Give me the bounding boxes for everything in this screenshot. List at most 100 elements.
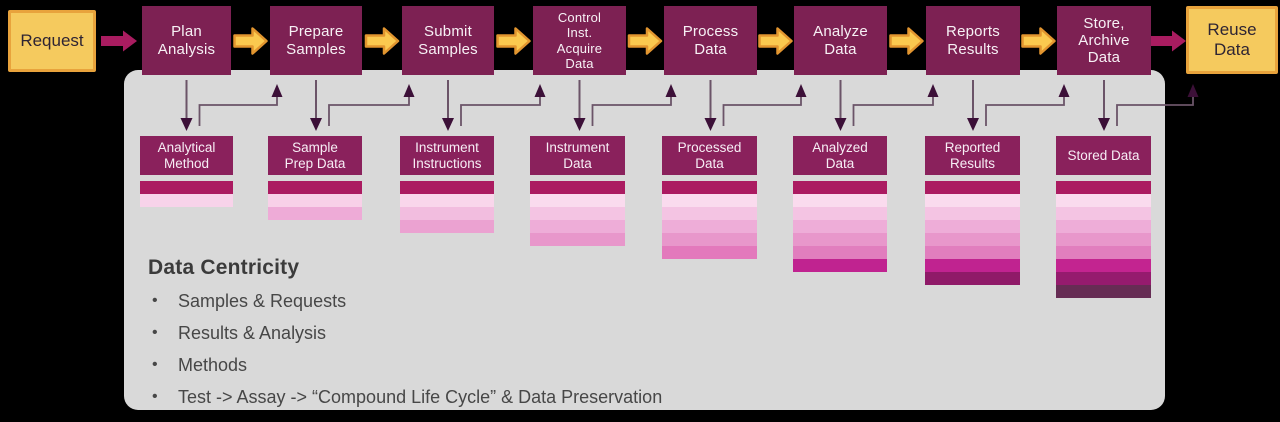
reuse-arrow-icon	[1150, 30, 1186, 52]
process-step-5: Process Data	[664, 6, 757, 75]
data-store-4: Instrument Data	[530, 136, 625, 175]
data-stack-4-bar-1	[530, 181, 625, 194]
data-stack-5-bar-2	[662, 194, 757, 207]
data-stack-8-bar-8	[1056, 272, 1151, 285]
data-stack-2-bar-1	[268, 181, 362, 194]
data-stack-6-bar-5	[793, 233, 887, 246]
reuse-data-box-label: Reuse Data	[1207, 19, 1257, 59]
process-step-7-label: Reports Results	[946, 23, 1000, 58]
data-store-5-label: Processed Data	[677, 140, 742, 171]
bullet-icon: •	[152, 324, 158, 341]
data-stack-1-bar-1	[140, 181, 233, 194]
data-stack-1-bar-2	[140, 194, 233, 207]
notes-item-4: • Test -> Assay -> “Compound Life Cycle” …	[148, 384, 662, 416]
data-store-2-label: Sample Prep Data	[284, 140, 346, 171]
data-stack-6-bar-2	[793, 194, 887, 207]
notes-list: •Samples & Requests•Results & Analysis•M…	[148, 288, 662, 416]
data-stack-2-bar-3	[268, 207, 362, 220]
flow-arrow-icon	[233, 27, 268, 55]
data-store-1: Analytical Method	[140, 136, 233, 175]
data-stack-6-bar-4	[793, 220, 887, 233]
data-store-6-label: Analyzed Data	[812, 140, 868, 171]
data-store-8-label: Stored Data	[1067, 147, 1140, 163]
data-stack-5-bar-3	[662, 207, 757, 220]
data-store-3-label: Instrument Instructions	[412, 140, 482, 171]
request-box: Request	[8, 10, 96, 72]
data-stack-3-bar-3	[400, 207, 494, 220]
process-step-4: Control Inst. Acquire Data	[533, 6, 626, 75]
process-step-6: Analyze Data	[794, 6, 887, 75]
process-step-1: Plan Analysis	[142, 6, 231, 75]
request-box-label: Request	[20, 30, 84, 50]
data-stack-8-bar-5	[1056, 233, 1151, 246]
data-stack-4-bar-4	[530, 220, 625, 233]
notes-item-text: Results & Analysis	[178, 323, 327, 343]
notes-item-1: •Samples & Requests	[148, 288, 662, 320]
data-store-5: Processed Data	[662, 136, 757, 175]
flow-arrow-icon	[1021, 27, 1056, 55]
data-stack-8-bar-3	[1056, 207, 1151, 220]
data-stack-4-bar-5	[530, 233, 625, 246]
reuse-data-box: Reuse Data	[1186, 6, 1278, 74]
data-stack-4-bar-2	[530, 194, 625, 207]
data-stack-5-bar-6	[662, 246, 757, 259]
data-stack-7-bar-5	[925, 233, 1020, 246]
data-stack-6-bar-7	[793, 259, 887, 272]
flow-arrow-icon	[889, 27, 924, 55]
data-stack-8-bar-6	[1056, 246, 1151, 259]
notes-item-text: Methods	[178, 355, 248, 375]
data-stack-7-bar-7	[925, 259, 1020, 272]
data-stack-7-bar-4	[925, 220, 1020, 233]
process-step-2: Prepare Samples	[270, 6, 362, 75]
up-arrowhead-icon	[1187, 84, 1199, 97]
flow-arrow-icon	[627, 27, 663, 55]
data-stack-7-bar-8	[925, 272, 1020, 285]
notes-title: Data Centricity	[148, 256, 300, 279]
notes-item-text: Samples & Requests	[178, 291, 347, 311]
process-step-7: Reports Results	[926, 6, 1020, 75]
data-stack-6-bar-6	[793, 246, 887, 259]
data-store-3: Instrument Instructions	[400, 136, 494, 175]
data-stack-5-bar-5	[662, 233, 757, 246]
flow-arrow-icon	[364, 27, 400, 55]
data-store-8: Stored Data	[1056, 136, 1151, 175]
data-stack-8-bar-9	[1056, 285, 1151, 298]
notes-item-3: • Methods	[148, 352, 662, 384]
data-stack-6-bar-1	[793, 181, 887, 194]
data-stack-5-bar-4	[662, 220, 757, 233]
process-step-2-label: Prepare Samples	[286, 23, 346, 58]
process-step-5-label: Process Data	[682, 23, 739, 58]
request-arrow-icon	[101, 30, 137, 52]
data-stack-6-bar-3	[793, 207, 887, 220]
data-stack-7-bar-3	[925, 207, 1020, 220]
data-stack-3-bar-2	[400, 194, 494, 207]
data-centricity-notes: Data Centricity •Samples & Requests•Resu…	[148, 256, 662, 416]
flow-arrow-icon	[758, 27, 793, 55]
process-step-3-label: Submit Samples	[418, 23, 478, 58]
data-store-2: Sample Prep Data	[268, 136, 362, 175]
process-step-6-label: Analyze Data	[813, 23, 868, 58]
data-stack-7-bar-6	[925, 246, 1020, 259]
data-store-6: Analyzed Data	[793, 136, 887, 175]
data-stack-5-bar-1	[662, 181, 757, 194]
data-stack-7-bar-2	[925, 194, 1020, 207]
process-step-3: Submit Samples	[402, 6, 494, 75]
data-stack-7-bar-1	[925, 181, 1020, 194]
data-stack-4-bar-3	[530, 207, 625, 220]
process-step-8-label: Store, Archive Data	[1078, 14, 1130, 67]
data-store-7: Reported Results	[925, 136, 1020, 175]
data-stack-3-bar-1	[400, 181, 494, 194]
data-store-1-label: Analytical Method	[157, 140, 216, 171]
data-stack-2-bar-2	[268, 194, 362, 207]
process-step-1-label: Plan Analysis	[157, 23, 216, 58]
bullet-icon: •	[152, 388, 158, 405]
data-stack-8-bar-7	[1056, 259, 1151, 272]
notes-item-text: Test -> Assay -> “Compound Life Cycle” &…	[178, 387, 663, 407]
bullet-icon: •	[152, 356, 158, 373]
flow-arrow-icon	[496, 27, 531, 55]
data-stack-3-bar-4	[400, 220, 494, 233]
process-step-4-label: Control Inst. Acquire Data	[556, 10, 603, 71]
data-store-7-label: Reported Results	[944, 140, 1001, 171]
data-stack-8-bar-1	[1056, 181, 1151, 194]
